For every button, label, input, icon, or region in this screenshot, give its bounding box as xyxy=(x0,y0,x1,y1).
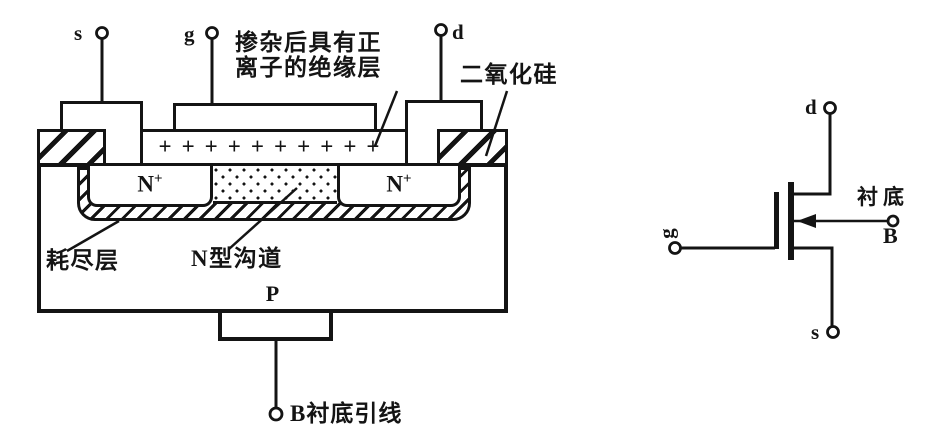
symbol-channel-bar xyxy=(788,182,794,260)
p-substrate-label: P xyxy=(265,281,280,306)
positive-ions-row: ++++++++++ xyxy=(158,134,390,159)
symbol-source-label: s xyxy=(811,320,820,344)
insulator-label: 掺杂后具有正 离子的绝缘层 xyxy=(235,30,382,80)
drain-terminal-circle xyxy=(434,23,448,37)
insulator-label-line1: 掺杂后具有正 xyxy=(235,30,382,55)
symbol-bulk-arrow xyxy=(797,214,816,228)
n-channel-label: N型沟道 xyxy=(191,246,283,271)
bulk-lead-label: B衬底引线 xyxy=(290,401,403,426)
n-plus-label-right: N+ xyxy=(386,171,412,197)
symbol-drain-wire xyxy=(794,114,832,196)
oxide-block-left xyxy=(37,129,103,163)
source-contact-leg xyxy=(103,127,143,163)
source-metal-contact xyxy=(60,101,143,129)
oxide-block-right xyxy=(440,129,508,163)
drain-metal-contact xyxy=(405,100,483,129)
n-plus-label-left: N+ xyxy=(137,171,163,197)
depletion-layer-label: 耗尽层 xyxy=(46,248,120,273)
sio2-label: 二氧化硅 xyxy=(460,62,558,87)
source-terminal-label: s xyxy=(74,21,83,45)
source-terminal-circle xyxy=(95,26,109,40)
insulator-label-line2: 离子的绝缘层 xyxy=(235,55,382,80)
n-channel-dotted-region xyxy=(213,166,337,204)
gate-oxide-positive-ions-region: ++++++++++ xyxy=(143,129,405,163)
drain-terminal-label: d xyxy=(452,20,464,44)
symbol-gate-bar xyxy=(774,192,779,249)
n-plus-drain-well xyxy=(337,166,461,207)
gate-terminal-circle xyxy=(205,26,219,40)
gate-terminal-label: g xyxy=(184,22,195,46)
bulk-terminal-circle xyxy=(268,406,284,422)
symbol-gate-terminal-circle xyxy=(668,241,682,255)
symbol-drain-terminal-circle xyxy=(823,101,837,115)
symbol-gate-label: g xyxy=(654,228,679,239)
symbol-drain-label: d xyxy=(805,95,817,119)
symbol-source-wire xyxy=(794,246,834,326)
substrate-bottom-contact-tab xyxy=(218,313,333,341)
n-plus-source-well xyxy=(87,166,213,207)
symbol-substrate-label: 衬底 xyxy=(857,185,909,209)
symbol-bulk-label: B xyxy=(883,223,898,248)
gate-metal-electrode xyxy=(173,103,377,129)
symbol-source-terminal-circle xyxy=(826,325,840,339)
drain-contact-leg xyxy=(405,127,440,163)
